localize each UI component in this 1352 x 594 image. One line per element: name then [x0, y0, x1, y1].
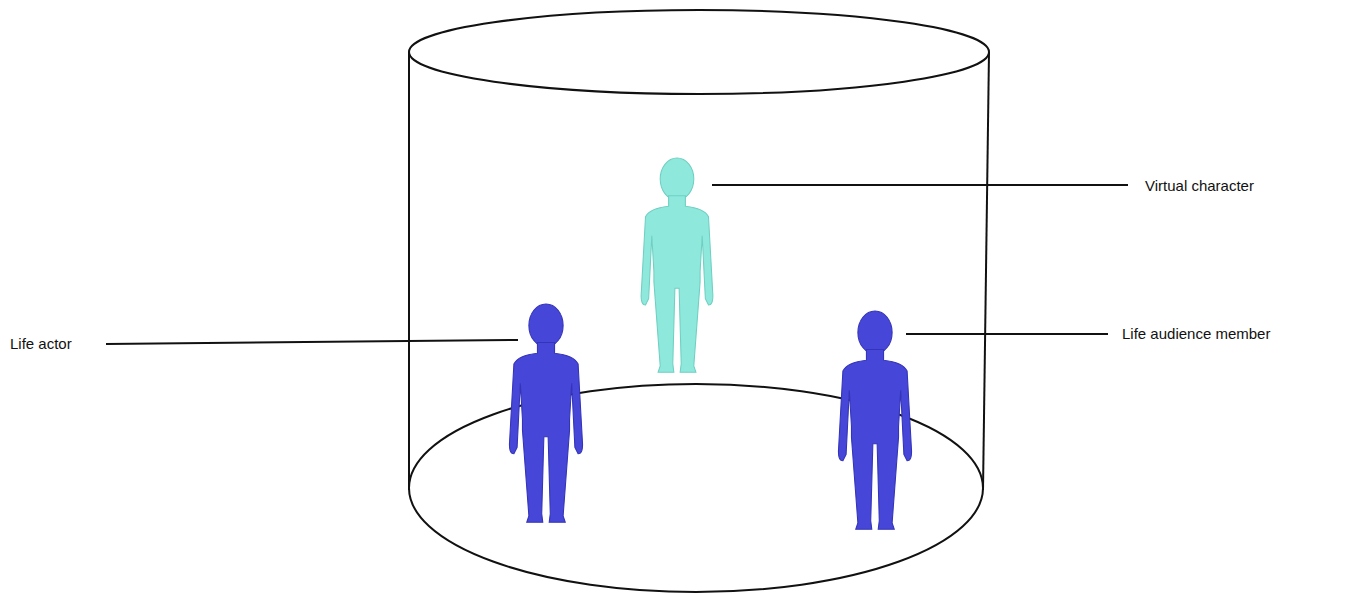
cylinder-side — [983, 52, 989, 490]
leader-line — [712, 184, 1128, 186]
part-label: Virtual character — [1145, 177, 1254, 195]
part-label: Life actor — [10, 335, 72, 353]
part-label: Life audience member — [1122, 325, 1270, 343]
actor-figure — [509, 304, 582, 522]
audience-figure — [838, 311, 911, 529]
leader-line — [106, 340, 518, 344]
leader-line — [906, 333, 1108, 335]
cylinder-top — [409, 10, 989, 94]
cylinder-side — [408, 52, 410, 490]
virtual-character-figure — [641, 158, 713, 372]
